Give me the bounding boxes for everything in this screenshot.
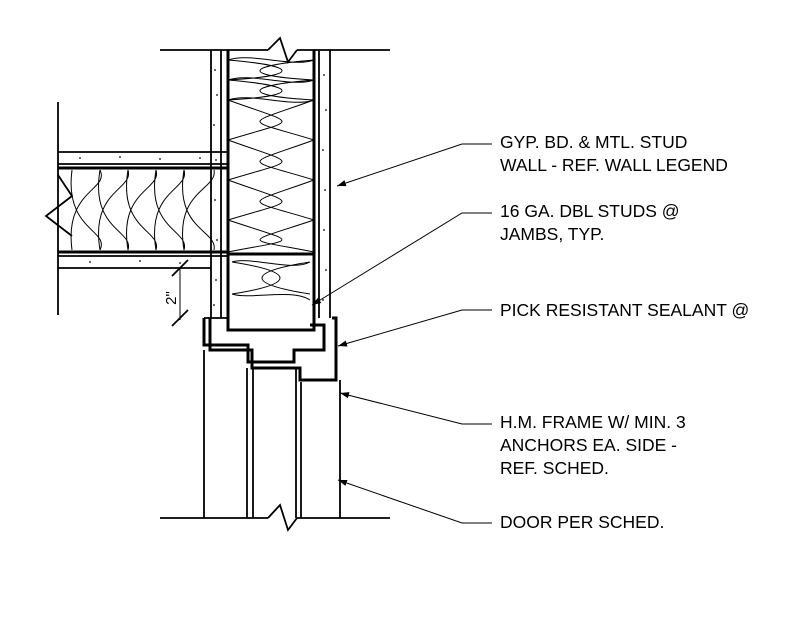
horizontal-wall: [44, 102, 228, 315]
jamb-studs: [226, 252, 316, 332]
note-frame-line2: ANCHORS EA. SIDE -: [500, 435, 677, 455]
note-frame-line3: REF. SCHED.: [500, 458, 609, 478]
note-studs-line1: 16 GA. DBL STUDS @: [500, 201, 680, 221]
note-sealant: PICK RESISTANT SEALANT @: [500, 300, 749, 320]
hm-frame: [202, 316, 338, 382]
dimension-label: 2": [163, 291, 180, 305]
studs-leader: [311, 212, 492, 306]
gypsum-stipple: [213, 69, 327, 306]
gyp-leader: [336, 143, 492, 187]
note-frame-line1: H.M. FRAME W/ MIN. 3: [500, 412, 686, 432]
horizontal-wall-insulation: [70, 169, 215, 251]
notes: GYP. BD. & MTL. STUD WALL - REF. WALL LE…: [500, 132, 749, 532]
note-door: DOOR PER SCHED.: [500, 512, 664, 532]
note-gyp-line1: GYP. BD. & MTL. STUD: [500, 132, 687, 152]
door-leader: [337, 479, 492, 524]
leaders: [311, 143, 492, 524]
dimension-2in: 2": [163, 259, 189, 327]
frame-leader: [339, 392, 492, 425]
note-studs-line2: JAMBS, TYP.: [500, 224, 604, 244]
note-gyp-line2: WALL - REF. WALL LEGEND: [500, 155, 728, 175]
wall-insulation: [227, 57, 315, 253]
door: [160, 350, 390, 532]
sealant-leader: [337, 309, 492, 347]
